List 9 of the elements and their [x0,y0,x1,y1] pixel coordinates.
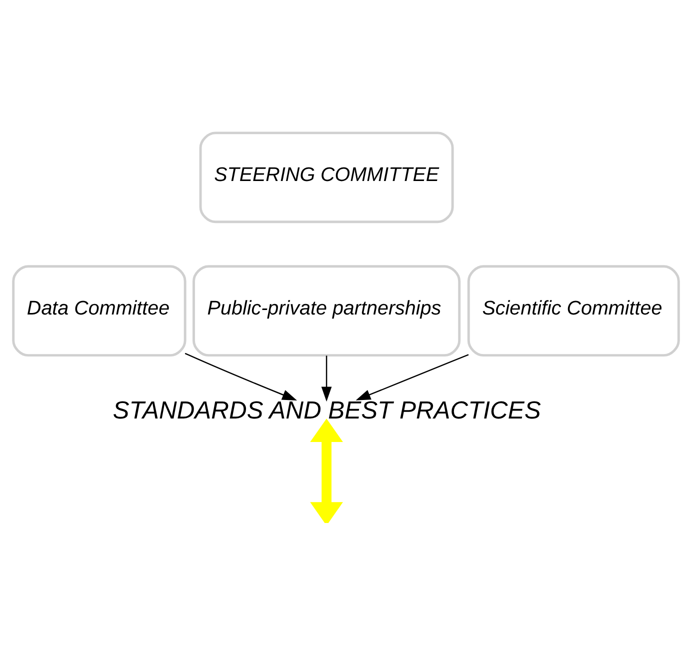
node-box: Public-private partnerships [192,264,461,356]
arrow [321,355,332,402]
arrow [184,352,298,400]
node-box: Scientific Committee [467,264,680,356]
node-text: STANDARDS AND BEST PRACTICES [112,396,541,424]
node-box: Data Committee [12,264,186,356]
node-box: STEERING COMMITTEE [199,131,454,223]
arrow [310,418,343,522]
arrow [356,354,469,400]
